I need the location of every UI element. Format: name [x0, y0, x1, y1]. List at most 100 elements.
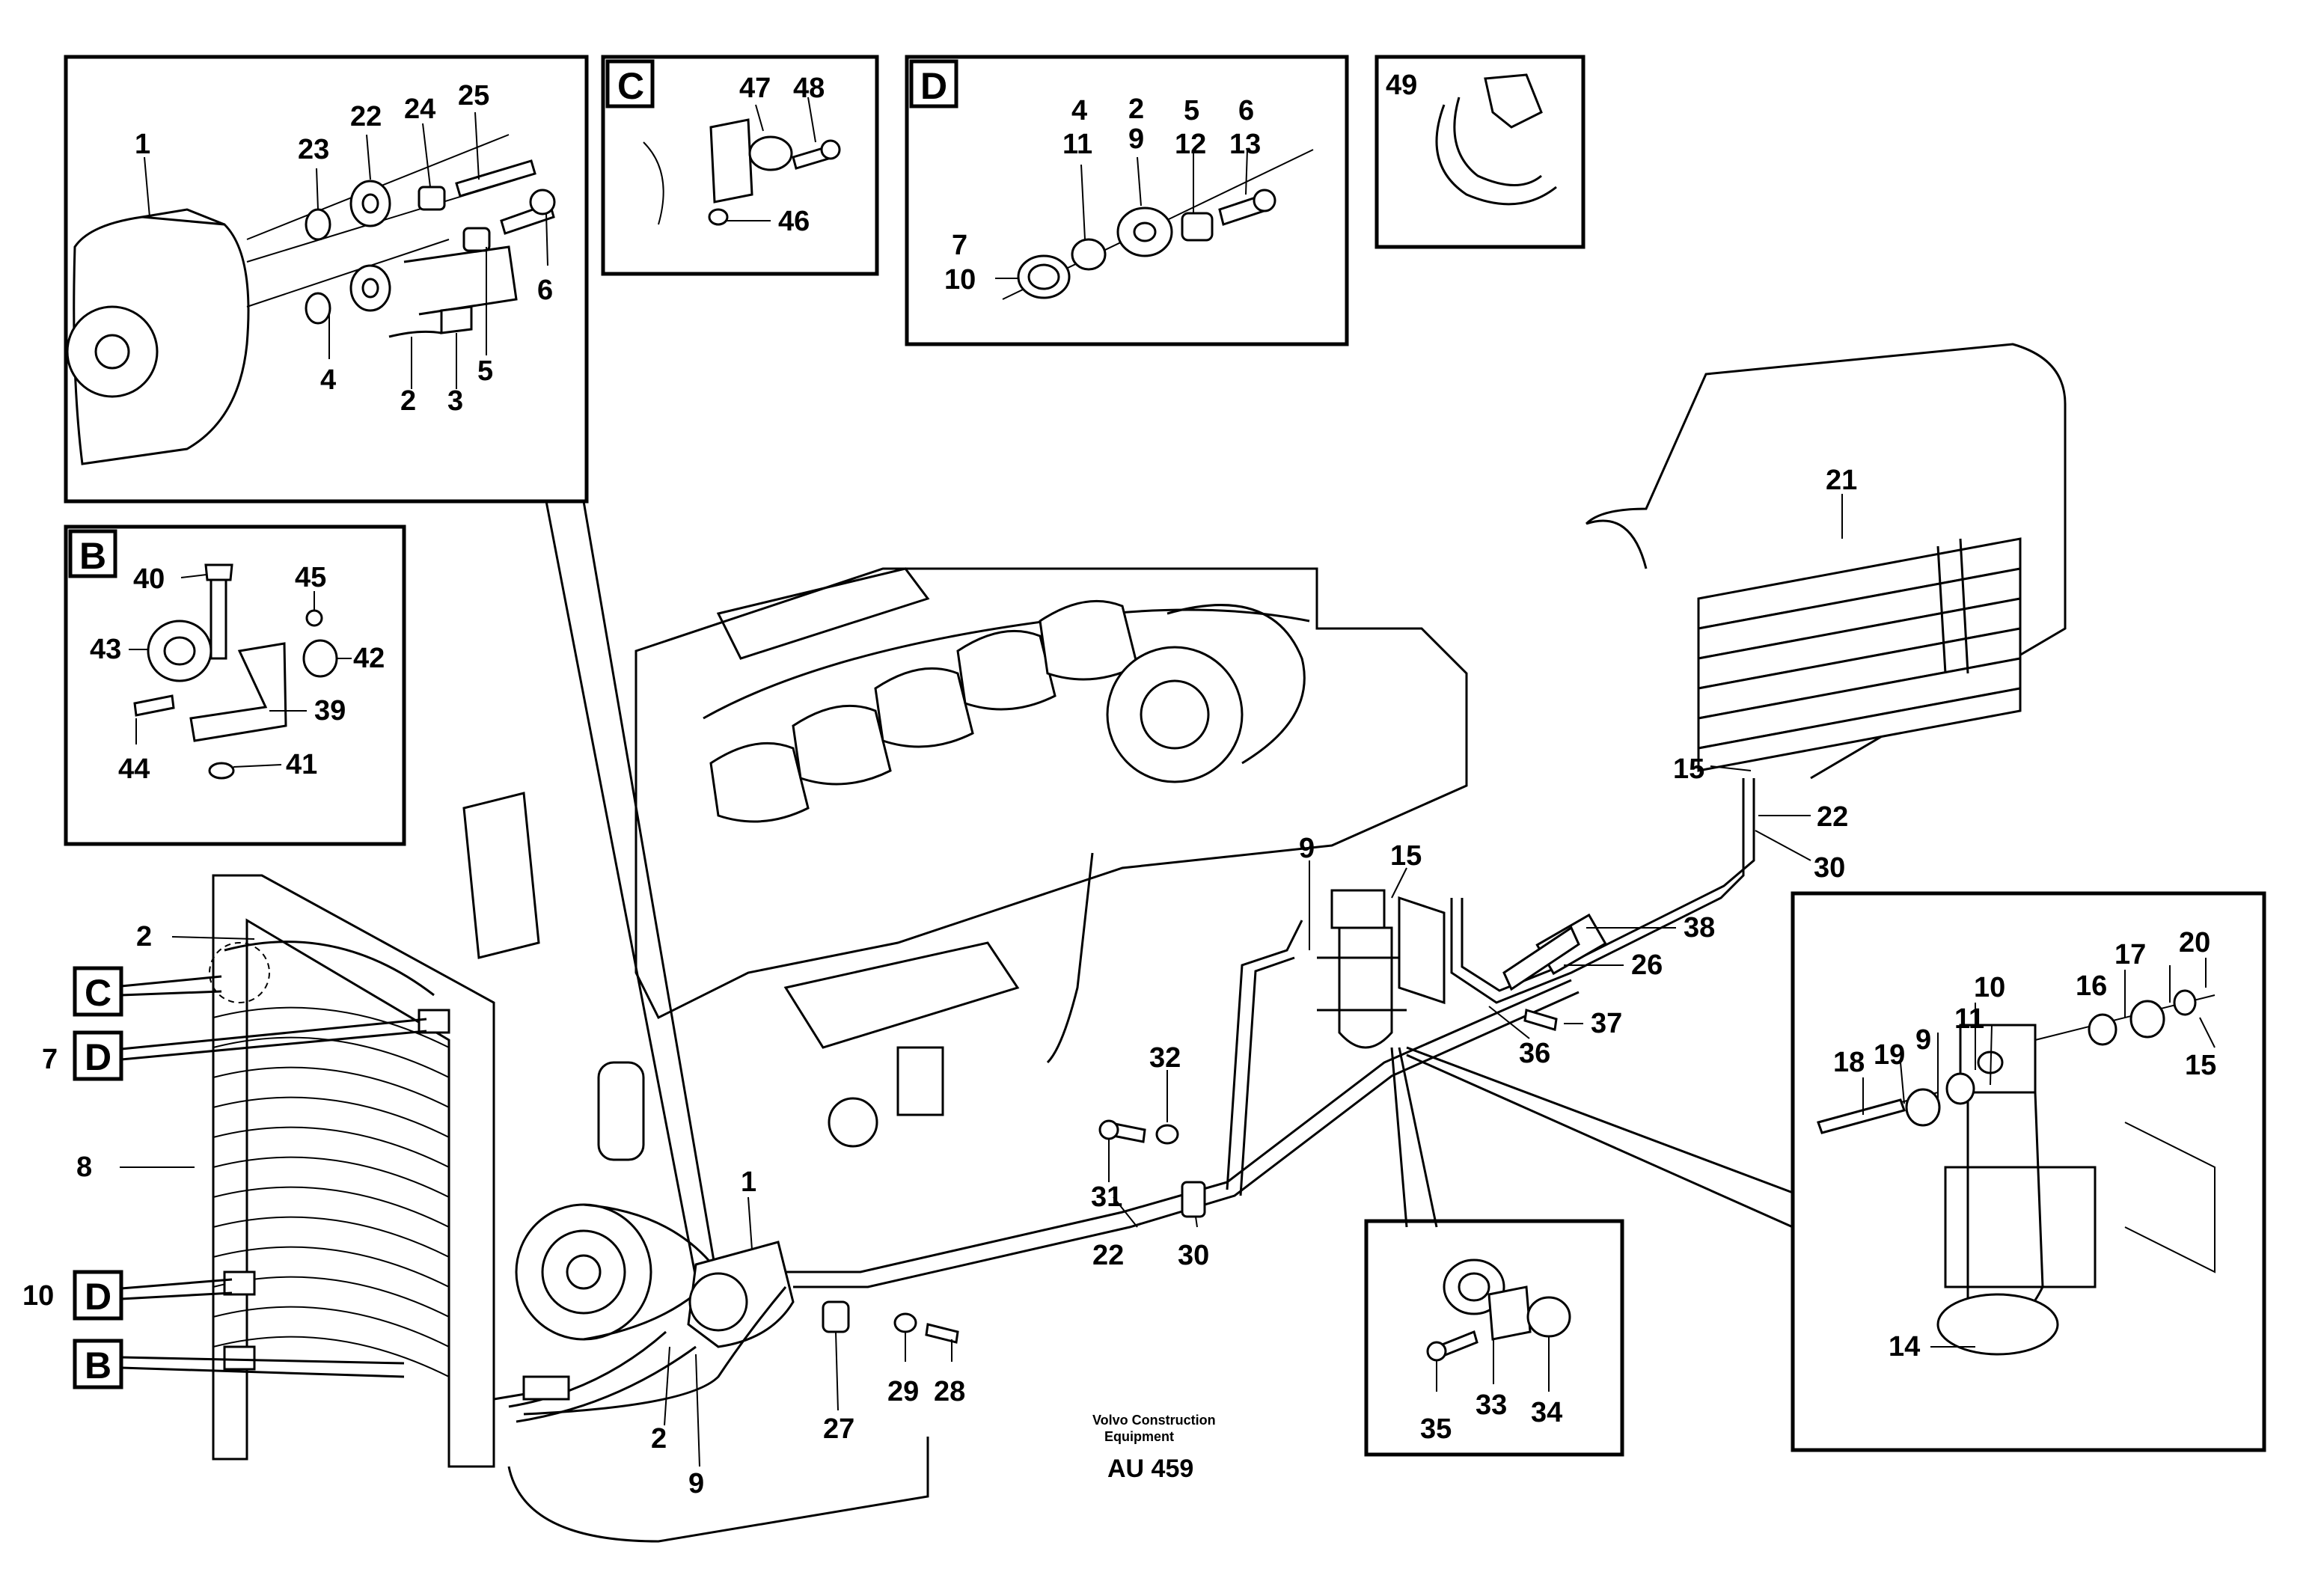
label-33: 33 [1476, 1389, 1507, 1421]
label-9-d: 9 [1128, 123, 1144, 155]
brand-line-2: Equipment [1104, 1429, 1174, 1444]
label-2-condenser: 2 [136, 921, 152, 952]
hose-sleeve-26 [1488, 926, 1676, 1039]
label-13-d: 13 [1229, 129, 1261, 160]
callout-d-lower: D [73, 1270, 233, 1321]
label-20: 20 [2179, 927, 2210, 958]
detail-tag-c: C [617, 65, 644, 107]
label-36: 36 [1519, 1038, 1550, 1069]
detail-tag-b: B [79, 535, 106, 577]
clamp-27-29-28 [822, 1300, 959, 1411]
label-42: 42 [353, 643, 385, 674]
drawing-code: AU 459 [1107, 1455, 1193, 1483]
inset-clamp-33-34-35: 35 33 34 [1364, 1219, 1624, 1457]
label-21: 21 [1826, 465, 1857, 496]
label-34: 34 [1531, 1397, 1562, 1428]
callout-tag-b: B [85, 1345, 111, 1386]
label-6: 6 [537, 275, 553, 306]
callout-c: C [73, 966, 222, 1017]
label-22-mid: 22 [1092, 1240, 1124, 1271]
label-18: 18 [1833, 1047, 1865, 1078]
receiver-dryer [1309, 860, 1446, 1049]
callout-d-upper: D [73, 1018, 427, 1081]
label-24: 24 [404, 94, 435, 125]
label-22: 22 [350, 101, 382, 132]
label-3: 3 [447, 385, 463, 417]
label-15-evap: 15 [1673, 753, 1704, 785]
label-4: 4 [320, 364, 336, 396]
label-46: 46 [778, 206, 810, 237]
label-15-dryer-detail: 15 [2185, 1050, 2216, 1081]
detail-tag-d-top: D [920, 65, 947, 107]
label-48: 48 [793, 73, 825, 104]
condenser-fins [212, 1006, 450, 1377]
label-1-main: 1 [741, 1166, 756, 1198]
inset-detail-c: C 47 48 46 [601, 55, 879, 276]
label-37: 37 [1591, 1008, 1622, 1039]
label-10-d: 10 [944, 264, 976, 296]
label-28: 28 [934, 1376, 965, 1407]
inset-dryer-detail: 10 17 20 16 11 9 19 18 15 14 [1791, 891, 2266, 1452]
label-31: 31 [1091, 1181, 1122, 1213]
label-39: 39 [314, 695, 346, 727]
label-29: 29 [887, 1376, 919, 1407]
callout-b: B [73, 1339, 405, 1389]
clamp-22-30-mid [1098, 1070, 1206, 1228]
label-17: 17 [2114, 939, 2146, 970]
condenser-assembly [120, 874, 495, 1468]
label-44: 44 [118, 753, 150, 785]
inset-detail-d: D 4 11 2 9 5 12 6 13 7 10 [905, 55, 1349, 346]
label-10-dryer-detail: 10 [1974, 972, 2005, 1003]
label-9-main: 9 [688, 1468, 704, 1499]
label-49: 49 [1386, 70, 1417, 101]
label-1: 1 [135, 129, 150, 160]
evaporator-unit [1585, 343, 2067, 861]
label-6-d: 6 [1238, 95, 1254, 126]
label-40: 40 [133, 563, 165, 595]
label-30-evap: 30 [1814, 852, 1845, 884]
label-8-condenser: 8 [76, 1152, 92, 1183]
label-32: 32 [1149, 1042, 1181, 1074]
label-25: 25 [458, 80, 489, 111]
label-26: 26 [1631, 949, 1663, 981]
label-15-dryer: 15 [1390, 840, 1422, 872]
callout-tag-d-upper: D [85, 1036, 111, 1078]
brand-line-1: Volvo Construction [1092, 1413, 1216, 1428]
label-16: 16 [2076, 970, 2107, 1002]
label-30-mid: 30 [1178, 1240, 1209, 1271]
inset-clamp-49: 49 [1374, 55, 1585, 249]
crank-pulley [515, 1203, 720, 1341]
label-22-evap: 22 [1817, 801, 1848, 833]
callout-tag-d-lower: D [85, 1276, 111, 1318]
callout-tag-c: C [85, 972, 111, 1014]
label-12-d: 12 [1175, 129, 1206, 160]
inset-detail-b: B 40 45 43 42 39 44 41 [64, 525, 406, 846]
label-5-d: 5 [1184, 95, 1199, 126]
label-35: 35 [1420, 1413, 1452, 1445]
inset-compressor-mount: 1 23 22 24 25 6 4 5 2 3 [64, 55, 589, 504]
ac-compressor [687, 1196, 795, 1348]
label-10-condenser: 10 [22, 1280, 54, 1312]
label-38: 38 [1684, 912, 1715, 944]
label-9-dryer: 9 [1299, 833, 1315, 864]
label-19: 19 [1874, 1039, 1905, 1071]
label-11-d: 11 [1062, 129, 1092, 160]
label-11-dryer-detail: 11 [1954, 1003, 1984, 1035]
label-4-d: 4 [1071, 95, 1087, 126]
label-7-condenser: 7 [42, 1044, 58, 1075]
label-47: 47 [739, 73, 771, 104]
label-9-dryer-detail: 9 [1915, 1024, 1931, 1056]
label-2-main: 2 [651, 1423, 667, 1455]
label-7-d: 7 [952, 230, 967, 261]
label-5: 5 [477, 355, 493, 387]
engine-block [462, 567, 1468, 1161]
label-27: 27 [823, 1413, 854, 1445]
label-2-d: 2 [1128, 94, 1144, 125]
label-45: 45 [295, 562, 326, 593]
label-41: 41 [286, 749, 317, 780]
label-43: 43 [90, 634, 121, 665]
label-14: 14 [1889, 1331, 1920, 1363]
label-23: 23 [298, 134, 329, 165]
label-2: 2 [400, 385, 416, 417]
